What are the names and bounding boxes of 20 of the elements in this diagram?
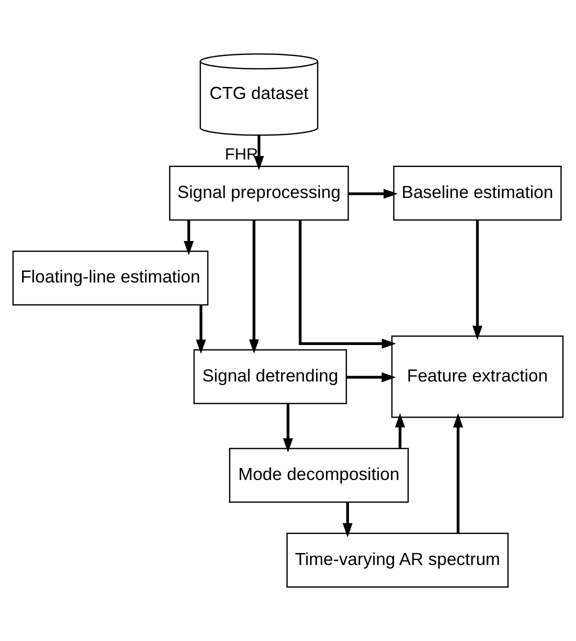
node-box: Feature extraction <box>391 335 564 418</box>
arrow <box>196 305 206 354</box>
arrow <box>472 220 482 340</box>
node-box: Mode decomposition <box>229 448 409 503</box>
arrow <box>254 135 264 170</box>
arrow <box>346 372 396 382</box>
node-box: Time-varying AR spectrum <box>286 532 509 588</box>
node-box: Floating-line estimation <box>12 250 208 306</box>
arrow <box>348 188 398 199</box>
arrow <box>283 404 293 453</box>
arrow <box>249 220 259 354</box>
arrow <box>298 220 396 349</box>
arrow <box>453 413 464 534</box>
node-box: Baseline estimation <box>393 166 562 221</box>
edge-label: FHR <box>224 145 258 164</box>
node-box: Signal preprocessing <box>169 166 349 221</box>
arrow <box>184 220 194 256</box>
arrow <box>342 502 353 538</box>
node-box: Signal detrending <box>193 349 347 404</box>
arrow <box>395 413 406 448</box>
